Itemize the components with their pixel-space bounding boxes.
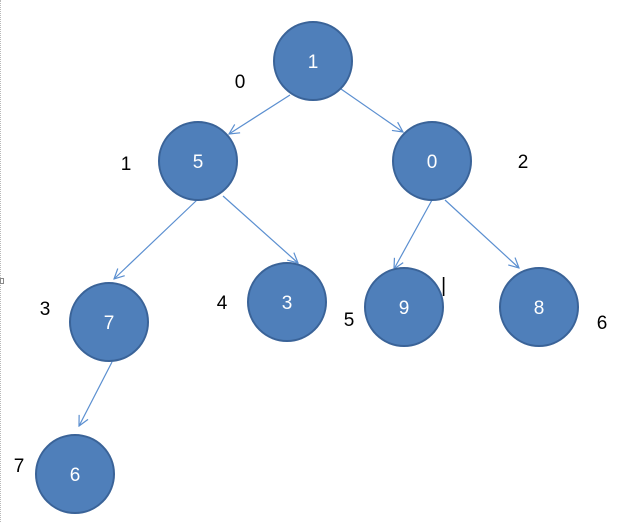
node-index-label-n0: 0: [235, 72, 246, 93]
node-circle: [247, 262, 327, 342]
edge-n1-n3: [114, 199, 198, 279]
node-value: 8: [534, 298, 545, 319]
node-value: 9: [399, 298, 410, 319]
nodes-layer: 1 5 0 7 3 9 8 6: [35, 21, 579, 514]
node-circle: [499, 267, 579, 347]
node-value: 5: [193, 152, 204, 173]
node-index-label-n7: 7: [14, 456, 25, 477]
edges-layer: [79, 88, 519, 426]
tree-node-n2[interactable]: 0: [392, 121, 472, 201]
node-value: 1: [308, 52, 319, 73]
node-circle: [158, 121, 238, 201]
tree-node-n0[interactable]: 1: [273, 21, 353, 101]
edge-n2-n5: [394, 199, 433, 269]
node-circle: [364, 267, 444, 347]
tree-node-n5[interactable]: 9: [364, 267, 444, 347]
node-index-label-n6: 6: [597, 313, 608, 334]
node-circle: [273, 21, 353, 101]
node-circle: [392, 121, 472, 201]
tree-node-n7[interactable]: 6: [35, 434, 115, 514]
tree-node-n1[interactable]: 5: [158, 121, 238, 201]
node-circle: [69, 282, 149, 362]
node-value: 7: [104, 313, 115, 334]
stray-cursor-mark: |: [441, 275, 446, 297]
edge-n1-n4: [222, 195, 298, 263]
index-labels-layer: 0 1 2 3 4 5 6 7: [14, 72, 608, 477]
node-index-label-n1: 1: [121, 154, 132, 175]
node-value: 0: [427, 152, 438, 173]
page-edge-guide: [0, 0, 2, 522]
edge-n0-n1: [229, 94, 291, 134]
tree-node-n6[interactable]: 8: [499, 267, 579, 347]
edge-n2-n6: [444, 199, 519, 268]
tree-node-n4[interactable]: 3: [247, 262, 327, 342]
edge-n3-n7: [79, 361, 113, 426]
edge-n0-n2: [340, 88, 403, 132]
node-value: 6: [70, 465, 81, 486]
tree-node-n3[interactable]: 7: [69, 282, 149, 362]
node-circle: [35, 434, 115, 514]
node-index-label-n5: 5: [344, 310, 355, 331]
node-index-label-n3: 3: [40, 299, 51, 320]
node-value: 3: [282, 293, 293, 314]
node-index-label-n2: 2: [518, 152, 529, 173]
node-index-label-n4: 4: [217, 293, 228, 314]
resize-handle[interactable]: [0, 278, 4, 284]
